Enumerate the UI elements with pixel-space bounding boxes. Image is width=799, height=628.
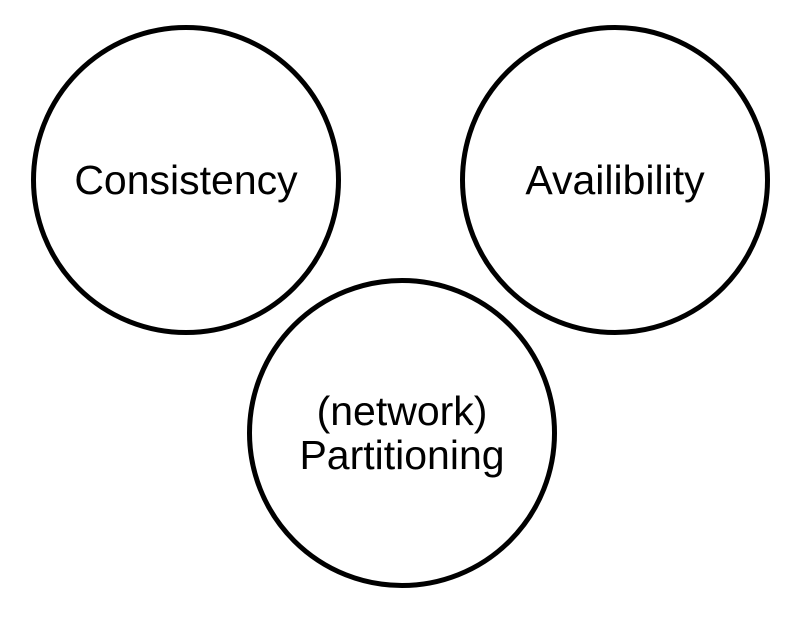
consistency-label-line-1: Consistency <box>74 157 298 203</box>
consistency-label: Consistency <box>74 158 297 202</box>
consistency-circle: Consistency <box>31 25 341 335</box>
partitioning-label-line-1: (network) <box>316 388 488 434</box>
partitioning-circle: (network) Partitioning <box>247 278 557 588</box>
availability-label: Availibility <box>525 158 704 202</box>
availability-circle: Availibility <box>460 25 770 335</box>
availability-label-line-1: Availibility <box>525 157 705 203</box>
partitioning-label: (network) Partitioning <box>299 389 504 477</box>
partitioning-label-line-2: Partitioning <box>299 432 505 478</box>
